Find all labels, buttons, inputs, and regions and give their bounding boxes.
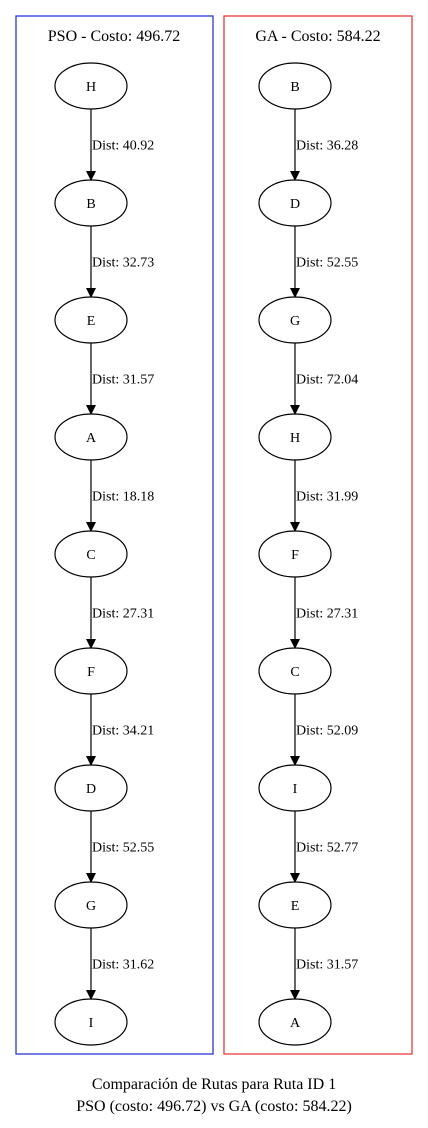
ga-node-i: I [258, 764, 332, 812]
ga-node-label: C [290, 665, 299, 680]
pso-node-b: B [54, 179, 128, 227]
ga-node-d: D [258, 179, 332, 227]
pso-node-label: D [86, 782, 96, 797]
ga-node-g: G [258, 296, 332, 344]
ga-cluster-border [223, 15, 413, 1055]
caption-line-1: Comparación de Rutas para Ruta ID 1 [92, 1076, 336, 1093]
pso-node-i: I [54, 998, 128, 1046]
ga-node-label: E [291, 899, 300, 914]
ga-node-b: B [258, 62, 332, 110]
ga-node-ellipse [258, 998, 332, 1046]
ga-node-label: G [290, 314, 300, 329]
ga-node-ellipse [258, 62, 332, 110]
ga-node-ellipse [258, 881, 332, 929]
ga-edge-label: Dist: 52.77 [296, 841, 358, 856]
ga-edge-label: Dist: 31.57 [296, 958, 358, 973]
ga-node-a: A [258, 998, 332, 1046]
pso-node-ellipse [54, 296, 128, 344]
pso-node-ellipse [54, 62, 128, 110]
ga-edge-label: Dist: 72.04 [296, 373, 358, 388]
ga-node-ellipse [258, 647, 332, 695]
pso-node-ellipse [54, 530, 128, 578]
ga-node-label: B [290, 80, 299, 95]
pso-node-label: H [86, 80, 96, 95]
pso-node-ellipse [54, 998, 128, 1046]
pso-node-label: E [87, 314, 96, 329]
pso-node-g: G [54, 881, 128, 929]
ga-node-label: A [290, 1016, 301, 1031]
ga-edge-label: Dist: 31.99 [296, 490, 358, 505]
ga-node-f: F [258, 530, 332, 578]
pso-cluster-border [15, 15, 214, 1055]
pso-node-ellipse [54, 413, 128, 461]
ga-cluster-title: GA - Costo: 584.22 [255, 28, 380, 45]
ga-node-ellipse [258, 179, 332, 227]
pso-edge-label: Dist: 27.31 [92, 607, 154, 622]
ga-node-h: H [258, 413, 332, 461]
pso-edge-label: Dist: 18.18 [92, 490, 154, 505]
ga-node-label: F [291, 548, 299, 563]
pso-node-ellipse [54, 764, 128, 812]
pso-node-label: B [86, 197, 95, 212]
ga-edge-label: Dist: 27.31 [296, 607, 358, 622]
pso-node-c: C [54, 530, 128, 578]
ga-node-ellipse [258, 530, 332, 578]
pso-node-label: I [89, 1016, 94, 1031]
pso-node-label: C [86, 548, 95, 563]
pso-node-a: A [54, 413, 128, 461]
ga-edge-label: Dist: 52.55 [296, 256, 358, 271]
ga-edge-label: Dist: 52.09 [296, 724, 358, 739]
pso-node-label: G [86, 899, 96, 914]
pso-node-ellipse [54, 647, 128, 695]
pso-node-f: F [54, 647, 128, 695]
ga-node-ellipse [258, 296, 332, 344]
pso-edge-label: Dist: 40.92 [92, 139, 154, 154]
pso-node-e: E [54, 296, 128, 344]
pso-node-ellipse [54, 179, 128, 227]
ga-node-ellipse [258, 764, 332, 812]
pso-node-label: F [87, 665, 95, 680]
pso-cluster-title: PSO - Costo: 496.72 [48, 28, 180, 45]
ga-node-label: I [293, 782, 298, 797]
ga-edge-label: Dist: 36.28 [296, 139, 358, 154]
pso-node-d: D [54, 764, 128, 812]
ga-node-label: D [290, 197, 300, 212]
pso-edge-label: Dist: 32.73 [92, 256, 154, 271]
pso-node-label: A [86, 431, 97, 446]
pso-edge-label: Dist: 34.21 [92, 724, 154, 739]
pso-node-ellipse [54, 881, 128, 929]
pso-node-h: H [54, 62, 128, 110]
ga-node-e: E [258, 881, 332, 929]
ga-node-c: C [258, 647, 332, 695]
pso-edge-label: Dist: 31.57 [92, 373, 154, 388]
ga-node-label: H [290, 431, 300, 446]
pso-edge-label: Dist: 52.55 [92, 841, 154, 856]
caption-line-2: PSO (costo: 496.72) vs GA (costo: 584.22… [76, 1098, 352, 1115]
pso-edge-label: Dist: 31.62 [92, 958, 154, 973]
ga-node-ellipse [258, 413, 332, 461]
